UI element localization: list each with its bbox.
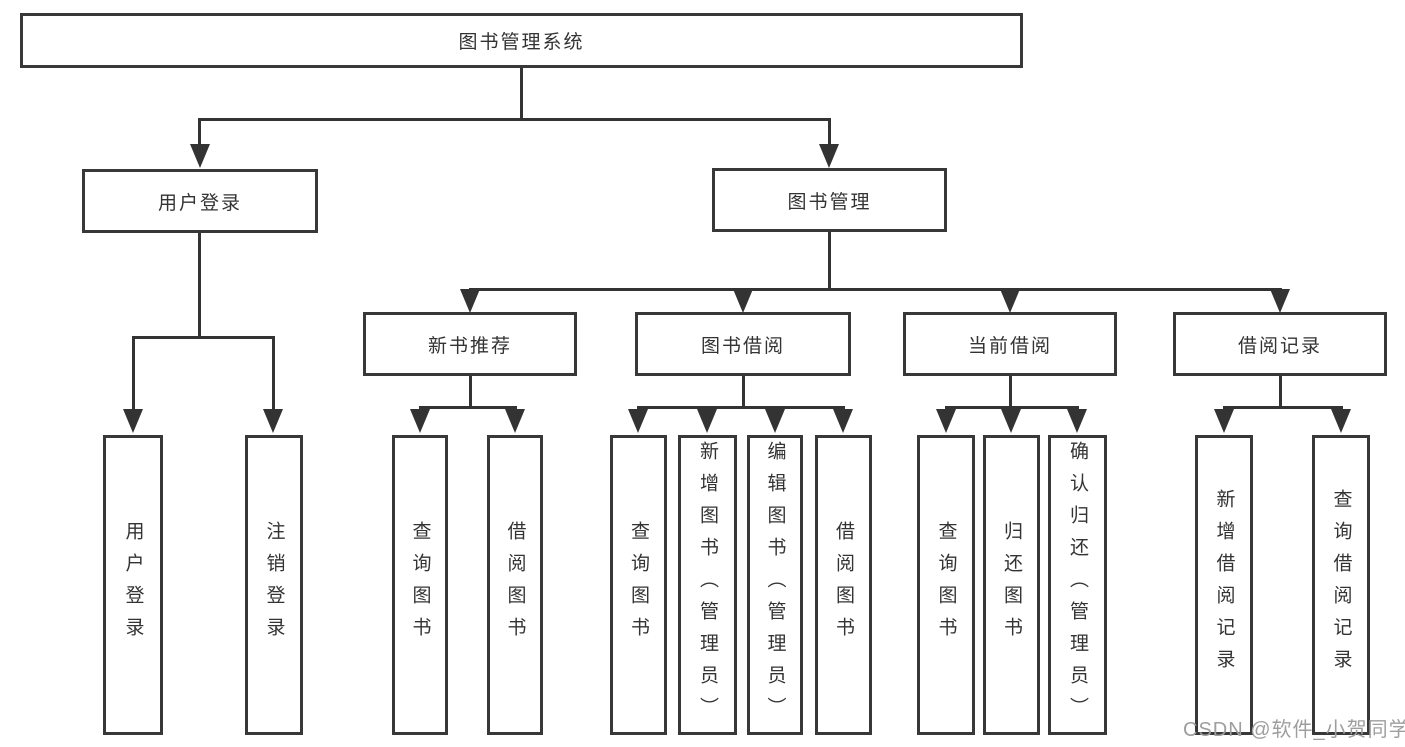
- edge-mgmt-stem: [828, 232, 831, 290]
- node-library-management-system: 图书管理系统: [20, 13, 1023, 68]
- csdn-watermark: CSDN @软件_小贺同学: [1183, 719, 1405, 741]
- leaf-query-borrow-record: 查询借阅记录: [1312, 435, 1370, 735]
- edge-record-rail: [1223, 406, 1342, 409]
- leaf-confirm-return-admin: 确认归还（管理员）: [1048, 435, 1107, 735]
- edge-login-drop-2: [272, 336, 275, 410]
- arrowhead-logout: [263, 409, 283, 433]
- edge-login-rail: [132, 336, 275, 339]
- edge-new-stem: [469, 376, 472, 408]
- edge-new-rail: [419, 406, 516, 409]
- edge-borrow-rail: [637, 406, 844, 409]
- edge-borrow-stem: [742, 376, 745, 408]
- leaf-borrow-books-borrow: 借阅图书: [815, 435, 872, 735]
- leaf-logout: 注销登录: [245, 435, 303, 735]
- leaf-add-borrow-record: 新增借阅记录: [1195, 435, 1253, 735]
- arrowhead-record-add: [1214, 409, 1234, 433]
- leaf-return-books: 归还图书: [983, 435, 1040, 735]
- edge-root-drop-mgmt: [828, 118, 831, 146]
- leaf-add-books-admin: 新增图书（管理员）: [678, 435, 737, 735]
- arrowhead-to-mgmt: [819, 144, 839, 168]
- node-user-login: 用户登录: [82, 169, 318, 233]
- edge-login-drop-1: [132, 336, 135, 410]
- node-book-management: 图书管理: [712, 168, 947, 232]
- leaf-borrow-books-new: 借阅图书: [487, 435, 543, 735]
- leaf-query-books-current: 查询图书: [917, 435, 975, 735]
- edge-login-stem: [198, 233, 201, 338]
- node-book-borrowing: 图书借阅: [635, 312, 851, 376]
- node-new-book-recommend: 新书推荐: [363, 312, 577, 376]
- arrowhead-borrow-edit: [765, 409, 785, 433]
- leaf-query-books-new: 查询图书: [392, 435, 448, 735]
- leaf-edit-books-admin: 编辑图书（管理员）: [747, 435, 803, 735]
- arrowhead-current-confirm: [1067, 409, 1087, 433]
- edge-record-stem: [1279, 376, 1282, 408]
- arrowhead-user-login: [123, 409, 143, 433]
- node-current-borrowing: 当前借阅: [903, 312, 1117, 376]
- arrowhead-to-borrow: [733, 289, 753, 313]
- arrowhead-borrow-borrow: [833, 409, 853, 433]
- arrowhead-borrow-add: [697, 409, 717, 433]
- edge-root-drop-login: [198, 118, 201, 146]
- arrowhead-to-new: [460, 289, 480, 313]
- node-borrowing-records: 借阅记录: [1173, 312, 1387, 376]
- arrowhead-current-query: [936, 409, 956, 433]
- leaf-query-books-borrow: 查询图书: [610, 435, 667, 735]
- leaf-user-login: 用户登录: [103, 435, 163, 735]
- arrowhead-borrow-query: [628, 409, 648, 433]
- arrowhead-new-borrow: [505, 409, 525, 433]
- arrowhead-to-record: [1270, 289, 1290, 313]
- arrowhead-new-query: [410, 409, 430, 433]
- edge-root-rail: [199, 118, 830, 121]
- arrowhead-record-query: [1331, 409, 1351, 433]
- arrowhead-to-current: [1000, 289, 1020, 313]
- arrowhead-current-return: [1001, 409, 1021, 433]
- arrowhead-to-login: [190, 144, 210, 168]
- edge-root-stem: [520, 68, 523, 118]
- edge-current-stem: [1009, 376, 1012, 408]
- edge-mgmt-rail: [469, 288, 1282, 291]
